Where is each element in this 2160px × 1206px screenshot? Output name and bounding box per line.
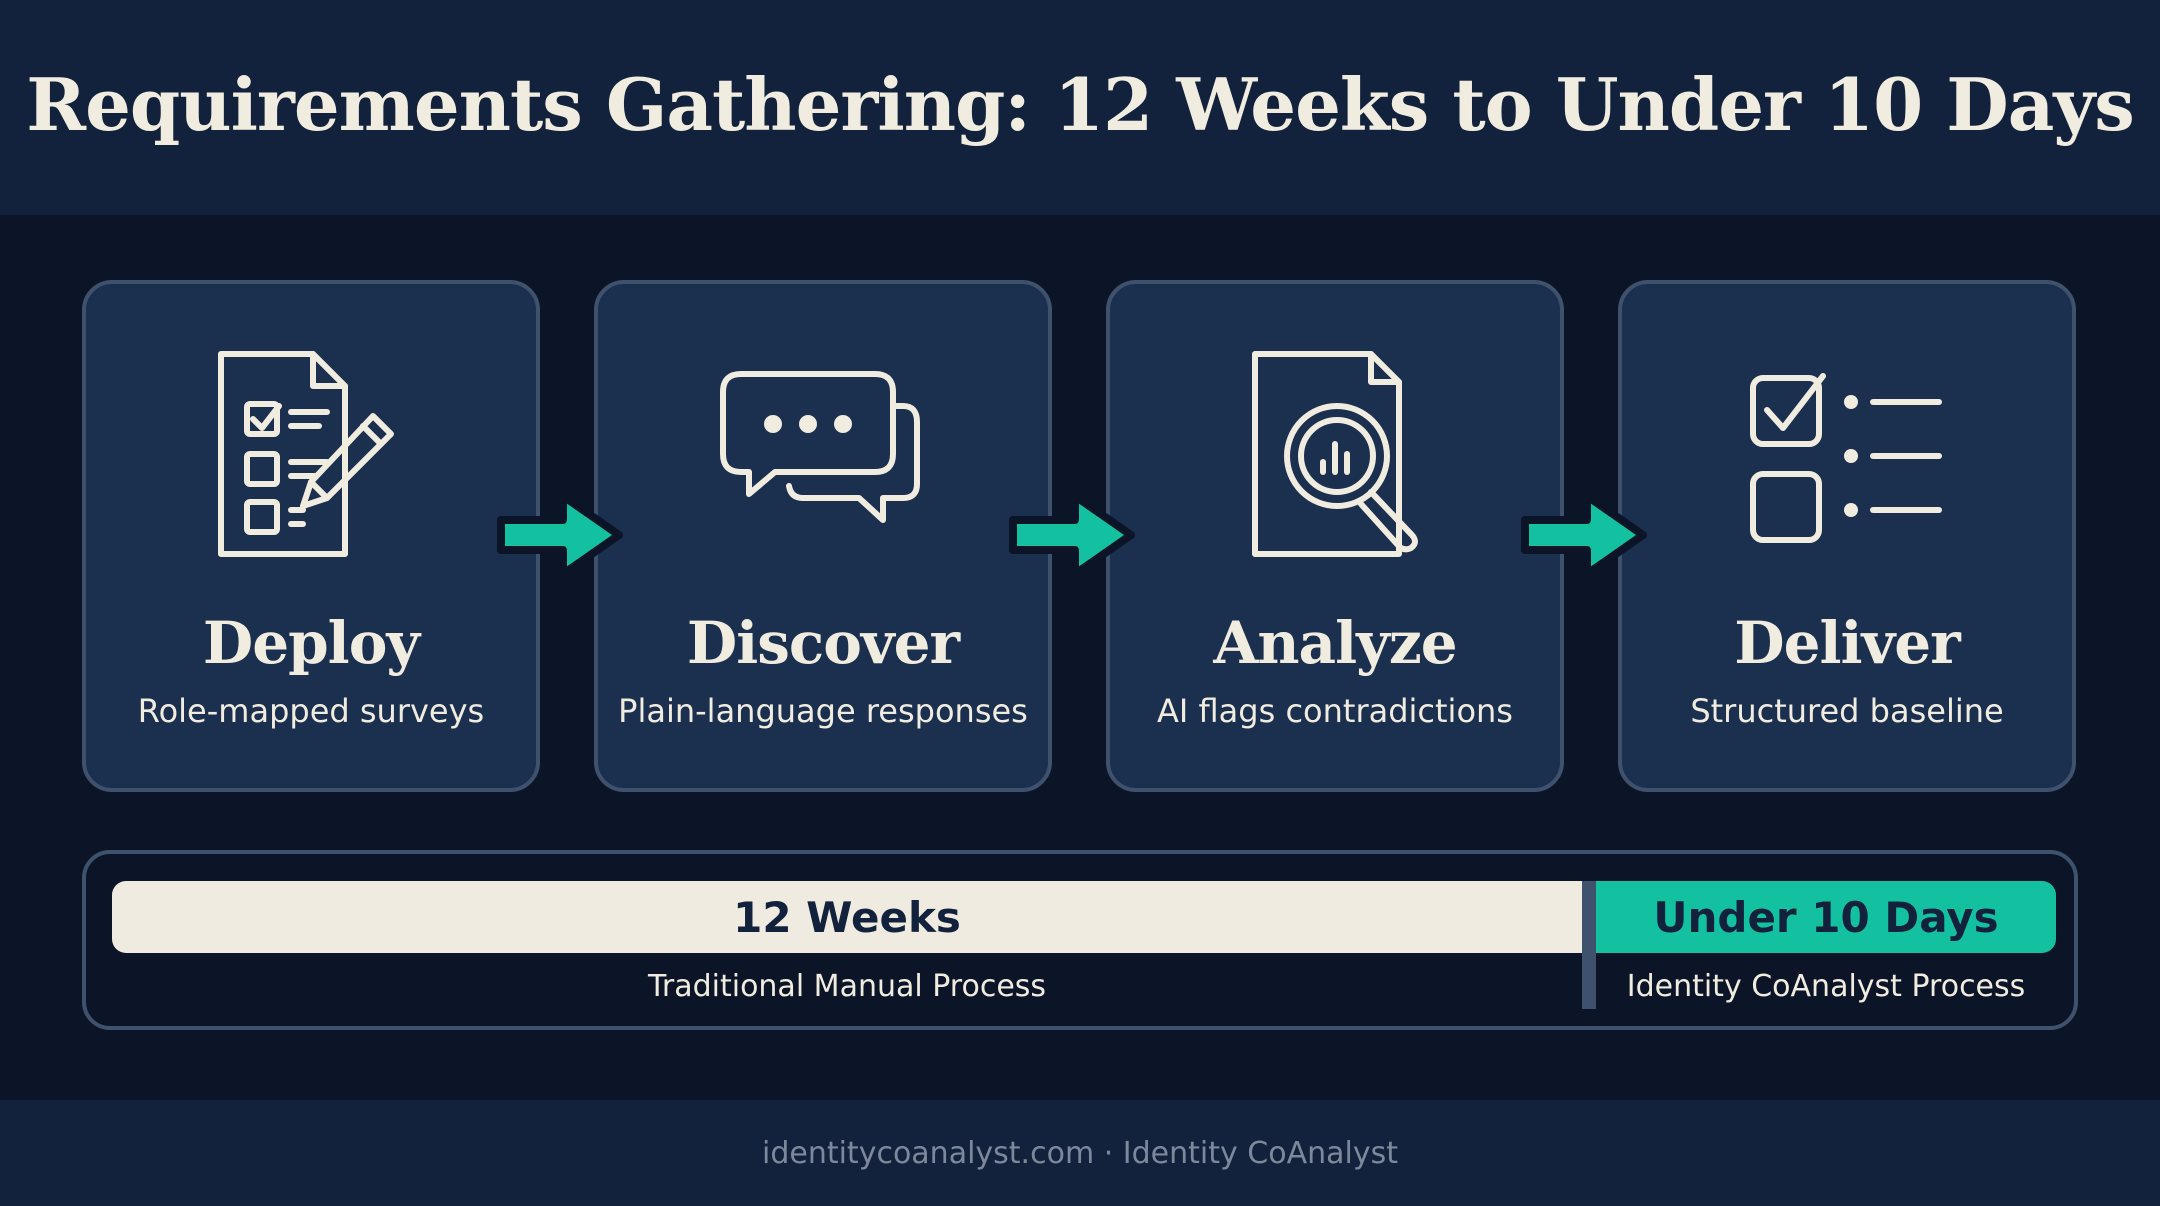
arrow-right-icon [1009, 492, 1135, 578]
timeline-comparison: 12 Weeks Under 10 Days Traditional Manua… [82, 850, 2078, 1030]
page-title: Requirements Gathering: 12 Weeks to Unde… [26, 62, 2135, 147]
step-title: Discover [686, 609, 960, 677]
step-card-discover: Discover Plain-language responses [594, 280, 1052, 792]
step-card-deploy: Deploy Role-mapped surveys [82, 280, 540, 792]
coanalyst-process-caption: Identity CoAnalyst Process [1626, 969, 2026, 1004]
checklist-icon [1622, 344, 2072, 574]
traditional-duration-bar: 12 Weeks [112, 881, 1582, 953]
footer: identitycoanalyst.com · Identity CoAnaly… [0, 1100, 2160, 1206]
step-subtitle: Plain-language responses [618, 692, 1028, 730]
document-magnifier-icon [1110, 344, 1560, 574]
step-subtitle: Role-mapped surveys [137, 692, 485, 730]
coanalyst-duration-bar: Under 10 Days [1596, 881, 2056, 953]
coanalyst-duration-label: Under 10 Days [1653, 892, 1999, 942]
chat-bubbles-icon [598, 344, 1048, 574]
step-subtitle: AI flags contradictions [1157, 692, 1513, 730]
arrow-right-icon [1521, 492, 1647, 578]
header-banner: Requirements Gathering: 12 Weeks to Unde… [0, 0, 2160, 215]
step-title: Deliver [1734, 609, 1960, 677]
footer-text: identitycoanalyst.com · Identity CoAnaly… [761, 1135, 1398, 1171]
step-title: Deploy [202, 609, 420, 677]
arrow-right-icon [497, 492, 623, 578]
step-subtitle: Structured baseline [1690, 692, 2004, 730]
timeline-divider [1582, 881, 1596, 1009]
step-card-analyze: Analyze AI flags contradictions [1106, 280, 1564, 792]
traditional-duration-label: 12 Weeks [733, 892, 961, 942]
step-card-deliver: Deliver Structured baseline [1618, 280, 2076, 792]
survey-checklist-pencil-icon [86, 344, 536, 574]
step-title: Analyze [1213, 609, 1457, 677]
traditional-process-caption: Traditional Manual Process [647, 969, 1047, 1004]
